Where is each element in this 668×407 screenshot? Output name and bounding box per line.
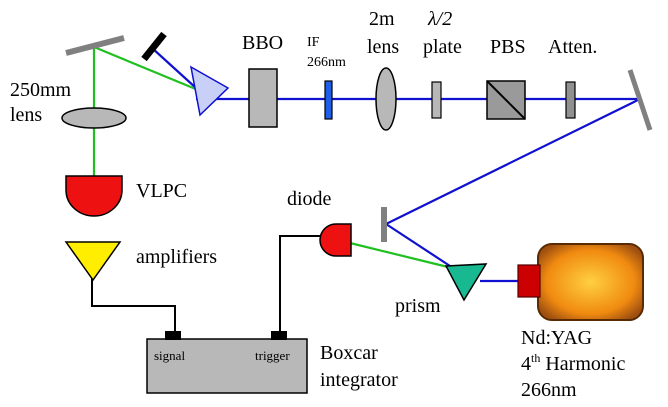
- wire-trigger: [279, 235, 321, 334]
- beam-blue-pickoff: [151, 47, 197, 89]
- label-if-1: IF: [307, 35, 320, 50]
- label-halfwave-1: λ/2: [427, 8, 452, 30]
- prism-upper: [189, 65, 230, 117]
- label-ndyag-2-sup: th: [531, 351, 540, 365]
- laser-output-head: [517, 264, 541, 298]
- diode-detector: [319, 223, 352, 257]
- halfwave-plate: [431, 81, 442, 119]
- amplifier-triangle: [64, 241, 122, 282]
- boxcar-trigger-port: [271, 331, 287, 340]
- label-if-2: 266nm: [307, 55, 346, 70]
- beam-blue-return: [385, 98, 641, 225]
- label-ndyag-2-num: 4: [521, 353, 531, 375]
- label-trigger: trigger: [255, 348, 290, 363]
- label-ndyag-2: 4th Harmonic: [521, 351, 625, 375]
- label-lens-250mm-2: lens: [10, 104, 42, 126]
- beam-blue-to-prism: [385, 223, 451, 267]
- beam-dump: [141, 31, 167, 62]
- label-signal: signal: [154, 348, 185, 363]
- mirror-right: [627, 69, 653, 131]
- label-boxcar-2: integrator: [320, 369, 398, 391]
- label-lens2m-2: lens: [367, 36, 399, 58]
- laser-body: [537, 243, 644, 321]
- attenuator: [565, 81, 576, 119]
- label-lens-250mm-1: 250mm: [10, 79, 72, 101]
- label-ndyag-1: Nd:YAG: [521, 327, 592, 349]
- if-filter: [324, 80, 333, 120]
- label-pbs: PBS: [490, 36, 526, 58]
- label-lens2m-1: 2m: [369, 8, 395, 30]
- mirror-top-left: [65, 35, 125, 56]
- label-diode: diode: [287, 188, 332, 210]
- beam-green-diode: [349, 241, 453, 270]
- label-halfwave-2: plate: [423, 36, 462, 58]
- lens-250mm: [61, 107, 127, 129]
- label-bbo: BBO: [242, 32, 283, 54]
- vlpc-detector: [65, 175, 123, 217]
- boxcar-box: [146, 338, 308, 394]
- lens-2m: [375, 67, 397, 131]
- label-prism: prism: [395, 295, 441, 317]
- label-ndyag-3: 266nm: [521, 379, 577, 401]
- bbo-crystal: [248, 68, 278, 128]
- label-amplifiers: amplifiers: [136, 246, 217, 268]
- beam-green-to-mirror: [93, 45, 199, 92]
- label-boxcar-1: Boxcar: [320, 342, 378, 364]
- pbs-diagonal: [486, 80, 526, 120]
- wire-signal: [91, 278, 176, 334]
- label-vlpc: VLPC: [136, 180, 187, 202]
- prism-lower: [444, 263, 488, 302]
- label-atten: Atten.: [548, 36, 597, 58]
- label-ndyag-2-rest: Harmonic: [540, 353, 625, 375]
- boxcar-signal-port: [165, 331, 181, 340]
